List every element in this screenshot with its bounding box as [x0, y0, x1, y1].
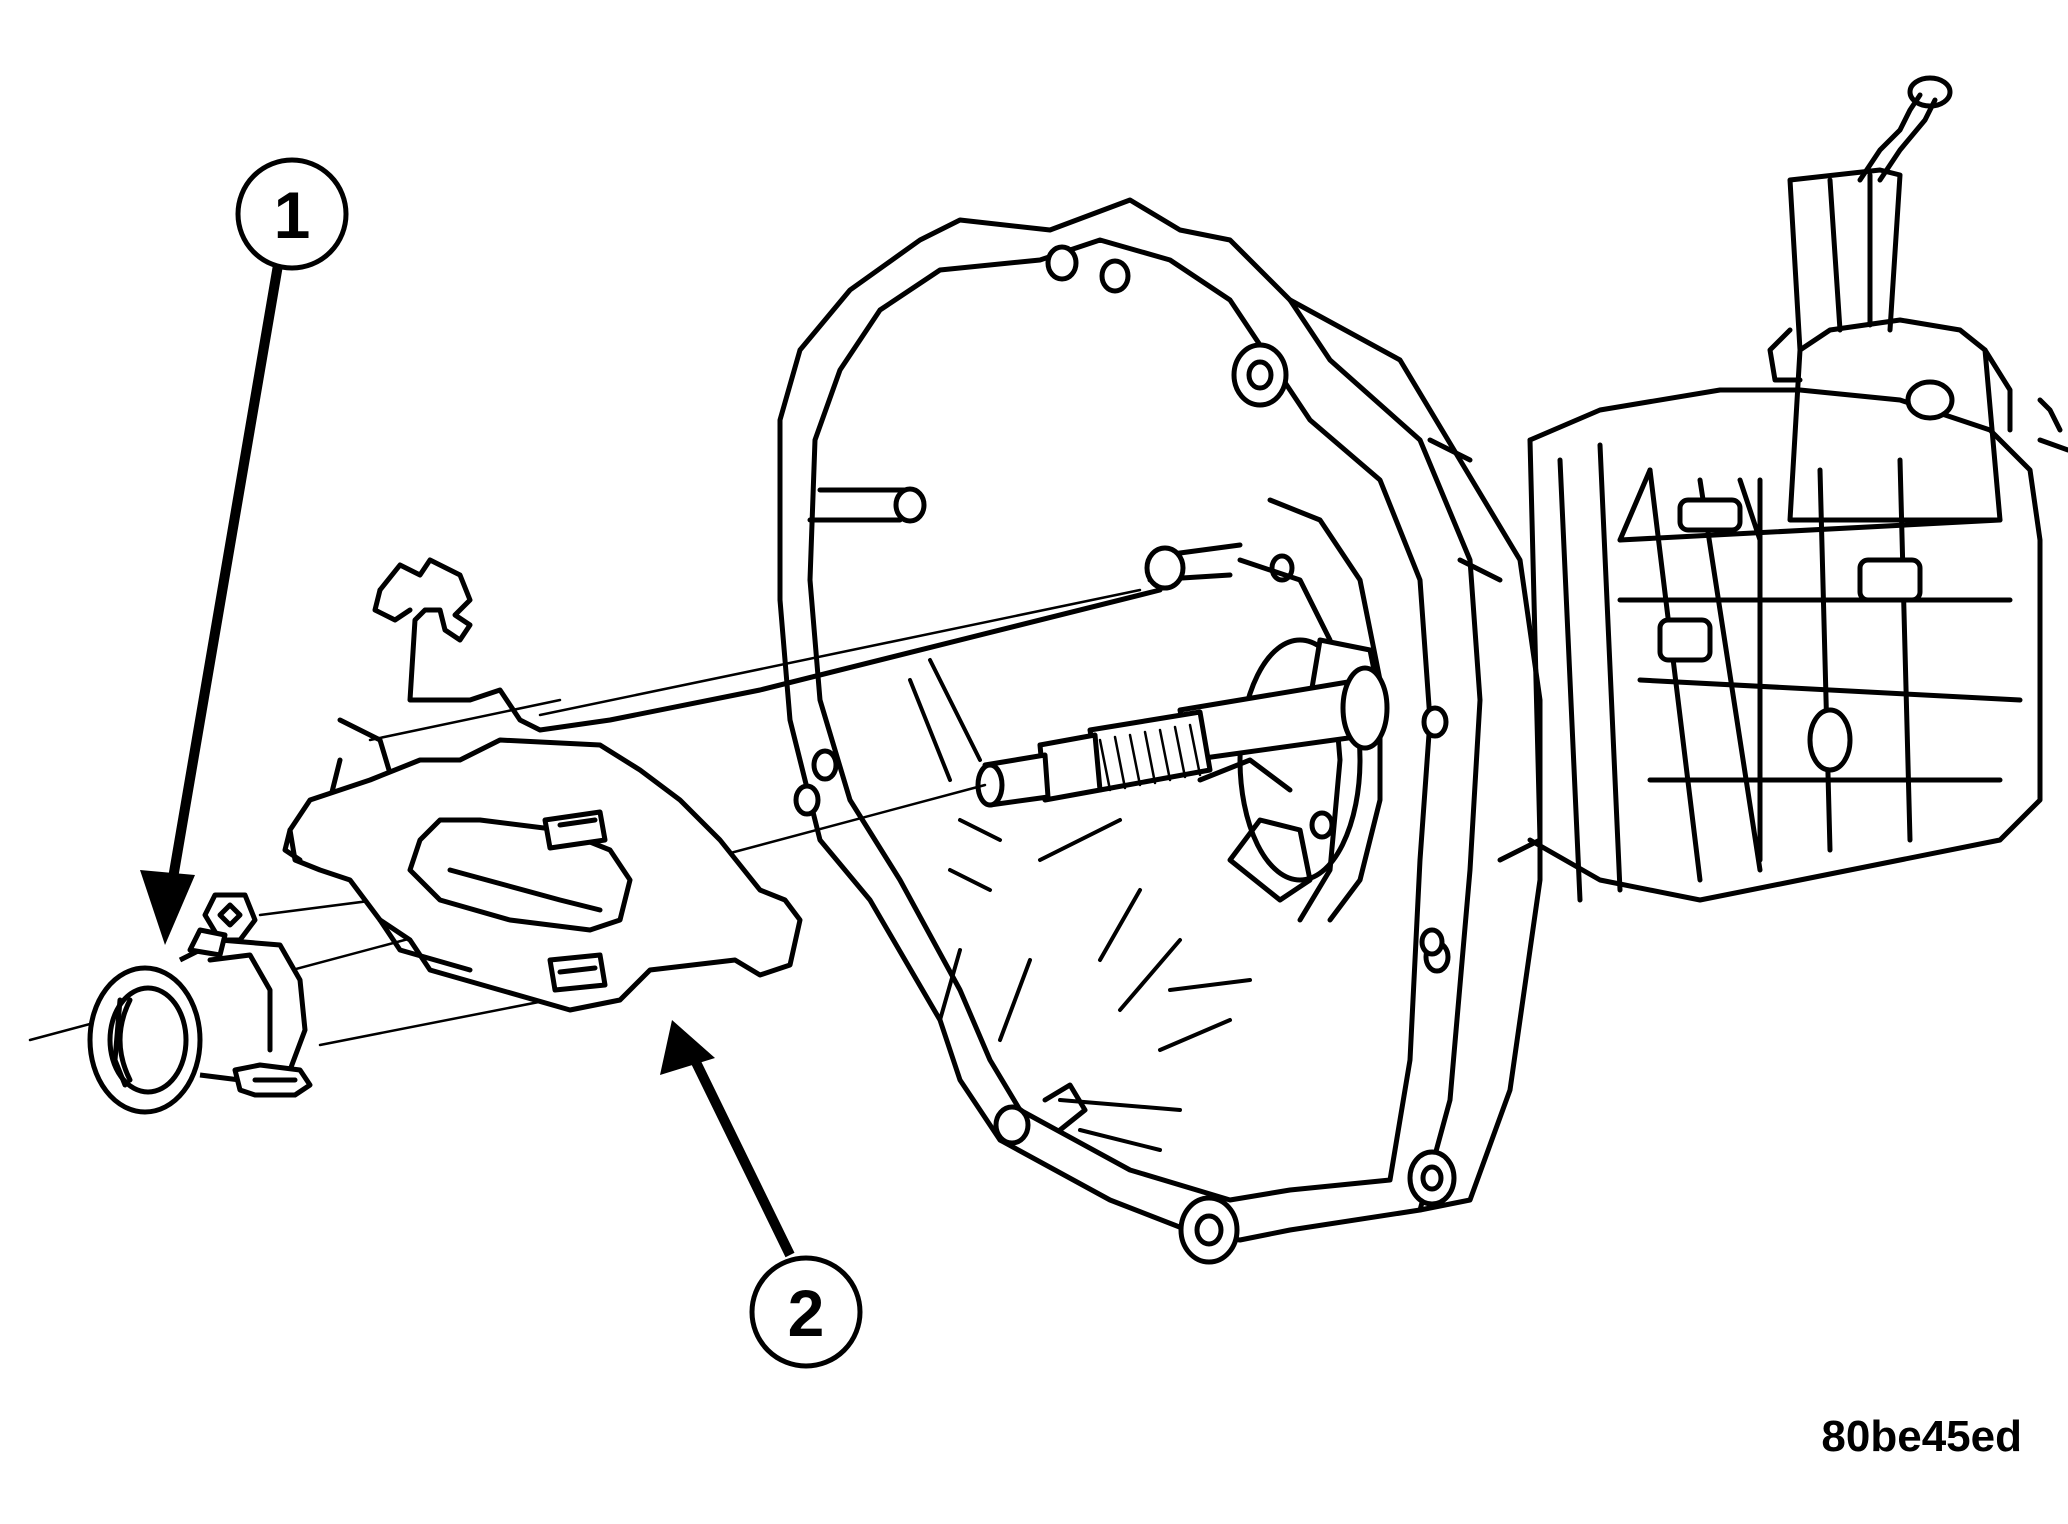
- shaft-splines: [1098, 723, 1202, 792]
- bell-housing: [777, 197, 1543, 1265]
- release-bearing: [87, 892, 313, 1115]
- callout-2: 2: [749, 1255, 863, 1369]
- mounting-plate: [282, 737, 803, 1013]
- bolt-holes: [793, 244, 1457, 1265]
- arrowhead-2-icon: [660, 1020, 715, 1075]
- figure-id: 80be45ed: [1821, 1412, 2022, 1461]
- callout-1-label: 1: [274, 178, 311, 252]
- arrowhead-1-icon: [140, 870, 195, 945]
- callout-leaders: [140, 264, 795, 1258]
- callout-1: 1: [235, 157, 349, 271]
- input-shaft: [975, 637, 1390, 808]
- transmission-case: [1527, 75, 2068, 903]
- callout-2-label: 2: [788, 1276, 825, 1350]
